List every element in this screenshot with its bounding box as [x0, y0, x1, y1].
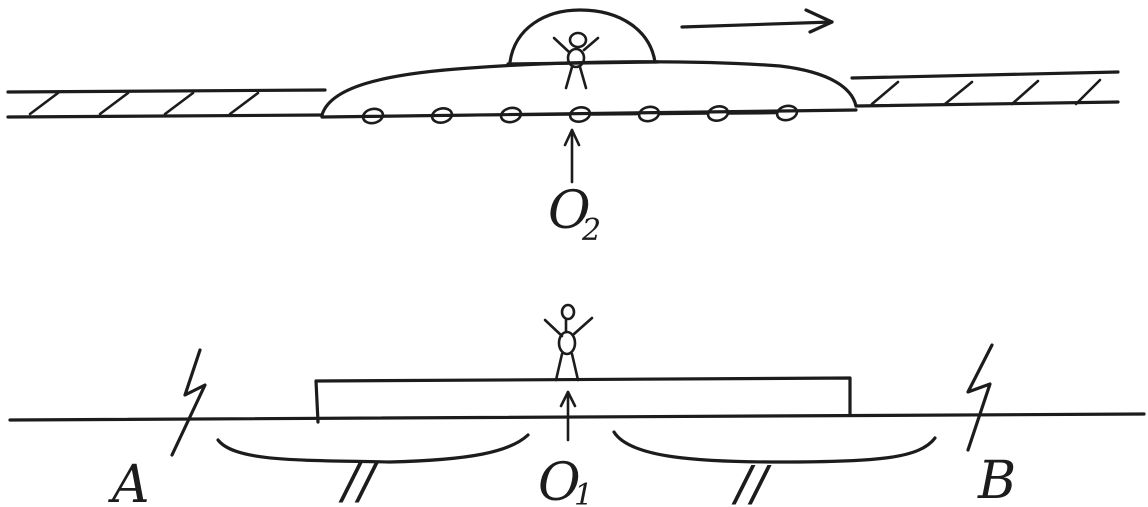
left-platform	[6, 88, 327, 119]
observer-o1-label: O 1	[538, 453, 593, 507]
observer-o1-figure	[543, 303, 594, 382]
window-connector	[727, 111, 778, 115]
o2-pointer-arrow-icon	[563, 128, 581, 184]
distance-brace-right	[612, 430, 937, 464]
ground-platform	[314, 376, 852, 424]
o2-letter: O	[548, 181, 591, 241]
distance-brace-left	[216, 433, 530, 464]
motion-arrow-icon	[680, 8, 834, 34]
window-connector	[589, 112, 640, 116]
observer-o2-label: O 2	[548, 181, 601, 248]
train-window	[706, 105, 730, 122]
train-window	[499, 106, 523, 124]
train-window	[568, 106, 592, 123]
o1-subscript: 1	[574, 478, 593, 507]
ground-line	[8, 412, 1146, 422]
point-b-label: B	[977, 451, 1016, 507]
point-a-label: A	[108, 455, 150, 507]
window-connector	[520, 113, 571, 117]
o1-pointer-arrow-icon	[559, 390, 577, 442]
window-connector	[658, 112, 709, 116]
equal-length-mark-left: //	[338, 454, 379, 507]
o2-subscript: 2	[581, 213, 601, 248]
lightning-a-icon	[170, 348, 207, 457]
train-window	[361, 107, 385, 125]
moving-train-scene: O 2	[6, 8, 1120, 248]
train-window	[637, 105, 661, 123]
train-windows	[361, 104, 799, 125]
window-connector	[451, 113, 502, 117]
right-platform	[850, 70, 1120, 108]
train-car	[320, 8, 858, 125]
ground-scene: A B O 1 // //	[8, 303, 1146, 507]
observer-o2-figure	[552, 31, 600, 90]
train-window	[430, 107, 454, 124]
equal-length-mark-right: //	[731, 456, 772, 507]
o1-letter: O	[538, 453, 581, 507]
window-connector	[382, 114, 433, 118]
lightning-b-icon	[966, 343, 994, 452]
train-window	[775, 104, 799, 122]
